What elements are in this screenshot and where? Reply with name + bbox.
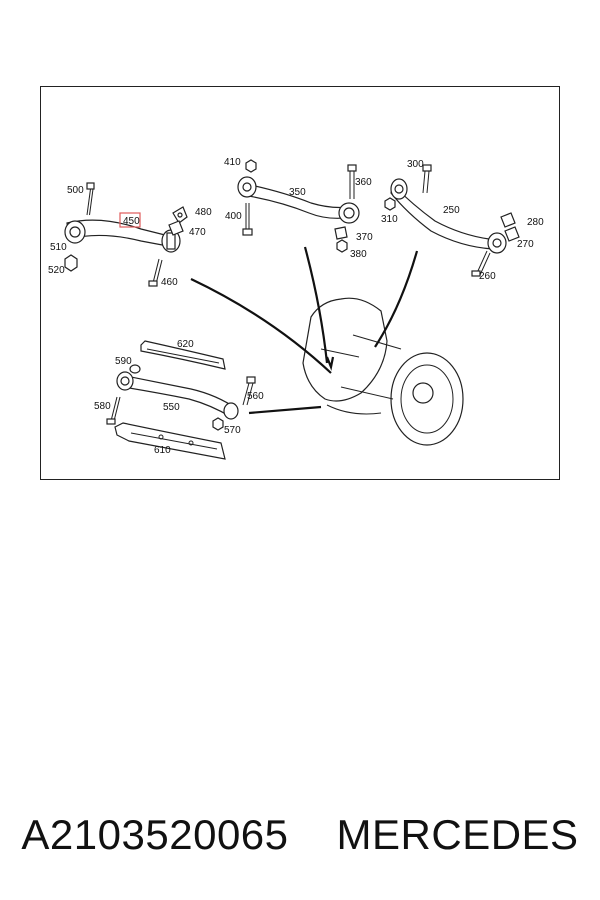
bracket-620 [140,340,226,370]
bolt-360 [347,164,357,199]
label-480: 480 [195,207,212,218]
highlight-box [119,212,141,228]
washer-480-hole [177,212,183,218]
label-590: 590 [115,356,132,367]
bolt-260 [471,250,491,277]
label-380: 380 [350,249,367,260]
diagram-frame: 500 450 480 470 510 520 460 410 350 360 … [40,86,560,480]
parts-diagram: 500 450 480 470 510 520 460 410 350 360 … [48,157,544,460]
nut-310 [384,197,396,211]
wheel-knuckle-assembly [302,297,464,446]
label-610: 610 [154,445,171,456]
label-410: 410 [224,157,241,168]
label-370: 370 [356,232,373,243]
label-280: 280 [527,217,544,228]
label-450: 450 [123,216,140,227]
label-520: 520 [48,265,65,276]
bolt-400 [242,203,253,236]
washer-590 [129,364,141,374]
washer-470 [168,220,184,236]
caption: A2103520065 MERCEDES [0,800,600,870]
control-arm-250 [390,178,507,254]
bolt-500 [86,182,95,216]
bolt-560 [242,376,256,406]
label-350: 350 [289,187,306,198]
bolt-300 [422,164,432,194]
label-310: 310 [381,214,398,225]
pointer-arrows [190,246,419,415]
washer-270 [504,226,520,242]
bolt-580 [106,396,121,425]
label-620: 620 [177,339,194,350]
brand-name: MERCEDES [336,811,579,858]
washer-280 [500,212,516,228]
part-number: A2103520065 [21,811,289,858]
label-250: 250 [443,205,460,216]
label-510: 510 [50,242,67,253]
control-arm-450 [64,219,181,253]
label-470: 470 [189,227,206,238]
nut-520 [64,254,78,272]
label-300: 300 [407,159,424,170]
label-550: 550 [163,402,180,413]
control-arm-550 [116,371,239,420]
label-270: 270 [517,239,534,250]
label-260: 260 [479,271,496,282]
label-500: 500 [67,185,84,196]
nut-570 [212,417,224,431]
nut-380 [336,239,348,253]
label-560: 560 [247,391,264,402]
label-460: 460 [161,277,178,288]
washer-370 [334,226,348,240]
label-580: 580 [94,401,111,412]
guide-610 [114,422,226,460]
label-570: 570 [224,425,241,436]
label-360: 360 [355,177,372,188]
control-arm-350 [237,176,360,224]
nut-410 [245,159,257,173]
bolt-460 [148,258,163,287]
label-400: 400 [225,211,242,222]
